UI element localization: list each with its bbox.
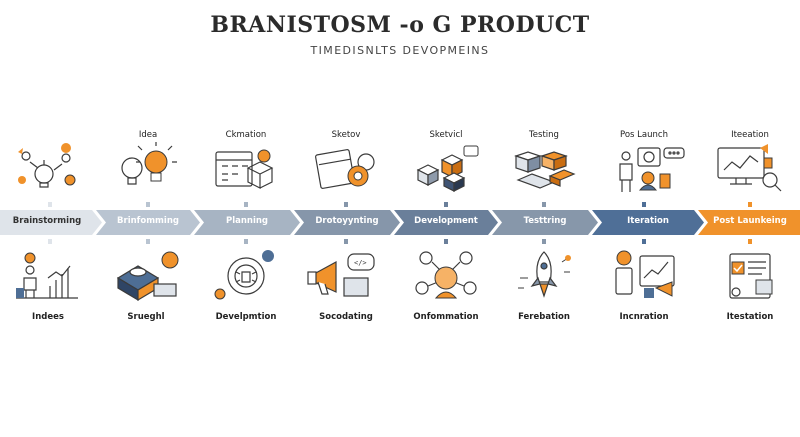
bar-label-2: Brinfomming: [117, 216, 179, 226]
lightbulbs-icon: [98, 140, 198, 196]
bar-label-4: Drotoyynting: [315, 216, 379, 226]
segment-3: [194, 210, 300, 235]
rocket-icon: [494, 248, 594, 304]
page-title: BRANISTOSM -o G PRODUCT: [210, 12, 590, 38]
top-label-6: Testing: [529, 130, 559, 140]
bar-label-3: Planning: [225, 216, 269, 226]
top-label-7: Pos Launch: [620, 130, 668, 140]
connector-bottom-4: [344, 239, 348, 244]
svg-text:</>: </>: [354, 259, 367, 267]
connector-top-1: [48, 202, 52, 207]
segment-2: [96, 210, 200, 235]
segment-5: [394, 210, 498, 235]
connector-top-4: [344, 202, 348, 207]
connector-bottom-2: [146, 239, 150, 244]
calendar-box-icon: [196, 140, 296, 196]
connector-top-5: [444, 202, 448, 207]
top-label-4: Sketov: [331, 130, 361, 140]
money-stack-icon: [98, 248, 198, 304]
connector-bottom-8: [748, 239, 752, 244]
bar-label-8: Post Launkeing: [713, 216, 787, 226]
connector-bottom-7: [642, 239, 646, 244]
connector-bottom-3: [244, 239, 248, 244]
monitor-search-icon: [700, 140, 800, 196]
connector-top-3: [244, 202, 248, 207]
connector-bottom-6: [542, 239, 546, 244]
connector-top-8: [748, 202, 752, 207]
bar-label-1: Brainstorming: [12, 216, 82, 226]
chart-person-icon: [0, 248, 100, 304]
team-network-icon: [396, 248, 496, 304]
cubes-icon: [396, 140, 496, 196]
segment-7: [592, 210, 704, 235]
bottom-label-7: Incnration: [619, 312, 669, 322]
connector-top-2: [146, 202, 150, 207]
top-label-8: Iteeation: [731, 130, 769, 140]
megaphone-code-icon: </>: [296, 248, 396, 304]
analytics-phone-icon: [594, 248, 694, 304]
segment-6: [492, 210, 598, 235]
segment-4: [294, 210, 400, 235]
connector-top-6: [542, 202, 546, 207]
bar-label-7: Iteration: [627, 216, 669, 226]
top-label-2: Idea: [138, 130, 158, 140]
bottom-label-5: Onfommation: [413, 312, 479, 322]
presenter-chat-icon: [594, 140, 694, 196]
page-subtitle: TIMEDISNLTS DEVOPMEINS: [310, 44, 490, 57]
connector-bottom-1: [48, 239, 52, 244]
bottom-label-6: Ferebation: [518, 312, 570, 322]
bar-label-6: Testtring: [523, 216, 567, 226]
isometric-blocks-icon: [494, 140, 594, 196]
document-check-icon: [700, 248, 800, 304]
bulb-people-icon: [0, 140, 100, 196]
target-bug-icon: [196, 248, 296, 304]
bottom-label-2: Srueghl: [127, 312, 165, 322]
bottom-label-8: Itestation: [726, 312, 774, 322]
bottom-label-3: Develpmtion: [215, 312, 277, 322]
top-label-3: Ckmation: [225, 130, 267, 140]
calendar-gears-icon: [296, 140, 396, 196]
timeline-arrow-bar: [0, 210, 800, 235]
connector-bottom-5: [444, 239, 448, 244]
bottom-label-1: Indees: [32, 312, 64, 322]
bottom-label-4: Socodating: [319, 312, 373, 322]
segment-1: [0, 210, 102, 235]
segment-8: [698, 210, 800, 235]
top-label-5: Sketvicl: [429, 130, 463, 140]
bar-label-5: Development: [414, 216, 478, 226]
connector-top-7: [642, 202, 646, 207]
